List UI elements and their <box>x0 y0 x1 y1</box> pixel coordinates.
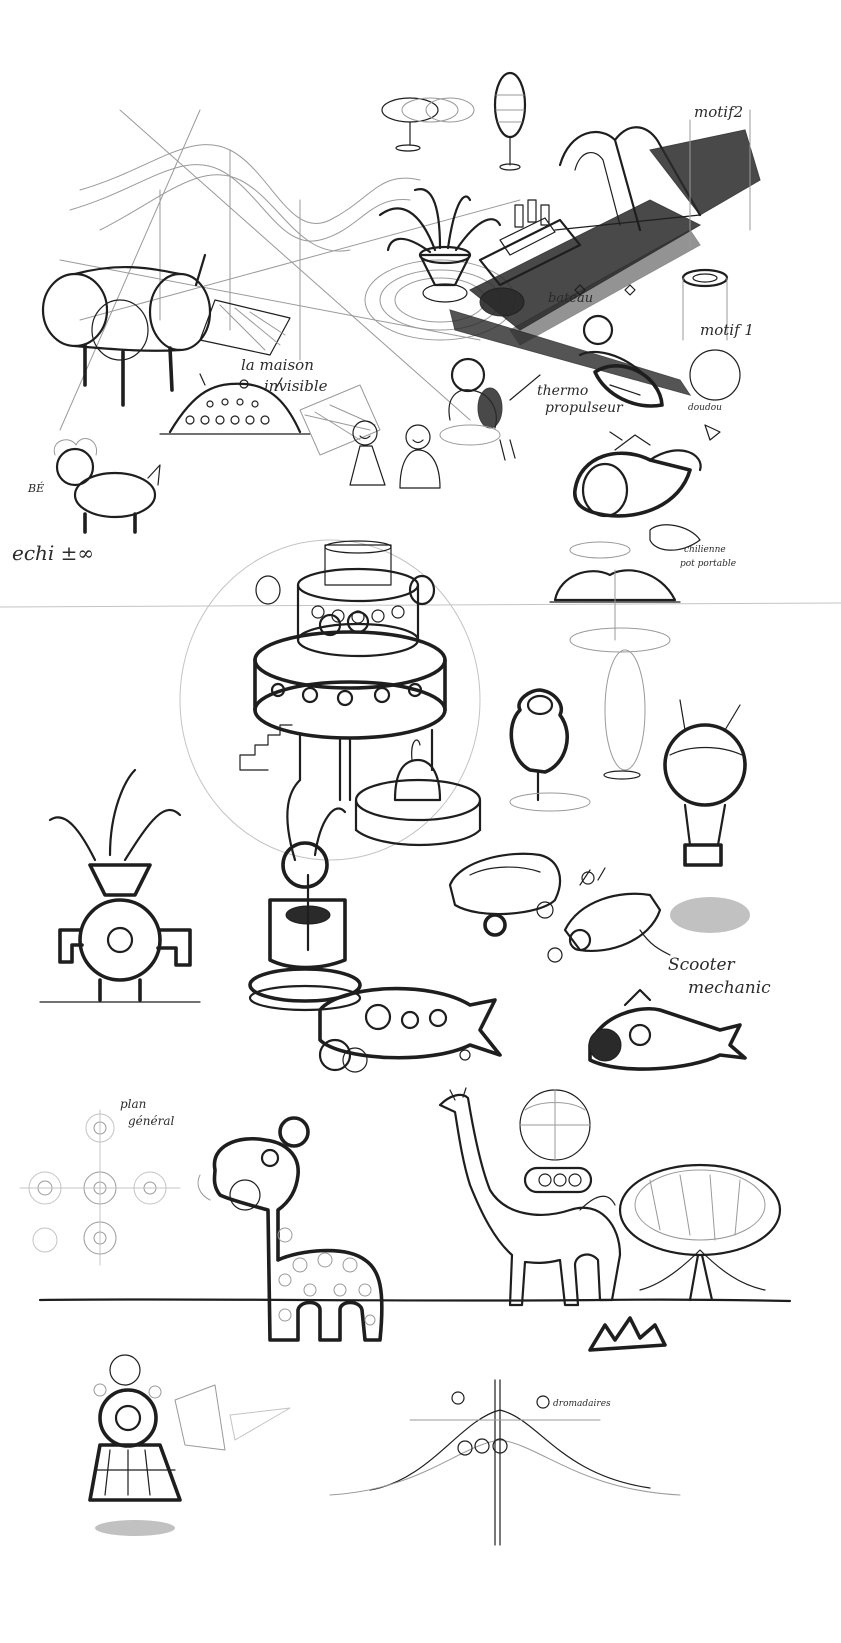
label-motif-1: motif 1 <box>700 321 754 339</box>
grinder-machine-sketch <box>39 768 201 1003</box>
tube-creature-sketch <box>41 253 212 407</box>
label-echi: echi ±∞ <box>12 541 94 565</box>
outline-giraffe-sketch <box>438 1087 622 1307</box>
label-dromadaires: dromadaires <box>553 1399 611 1409</box>
fountain-sketch <box>364 188 516 341</box>
invisible-house-dome <box>159 373 311 435</box>
label-bateau: bateau <box>548 291 593 306</box>
bell-figures-sketch <box>349 420 441 489</box>
label-doudou: doudou <box>688 403 722 413</box>
label-pot-portable: pot portable <box>680 559 736 569</box>
plan-general-diagram <box>19 1109 181 1266</box>
label-plan: plan <box>120 1097 146 1111</box>
label-scooter: Scooter <box>668 955 736 975</box>
balloon-sketches-top <box>381 71 527 171</box>
saucer-lamp-sketch <box>549 569 681 780</box>
label-motif-2: motif2 <box>694 103 743 121</box>
label-chilienne: chilienne <box>684 545 726 555</box>
label-thermo: thermo <box>537 383 588 399</box>
canopy-tree-sketch <box>618 1163 782 1302</box>
tiered-cake-building <box>179 539 481 861</box>
zeppelin-sketch <box>569 431 702 559</box>
scooter-mechanic-sketch <box>547 867 750 963</box>
bell-fountain-sketch <box>354 739 482 847</box>
boat-on-dark-road <box>449 199 702 396</box>
crown-grass-sketch <box>588 1316 667 1352</box>
label-invisible: invisible <box>264 377 328 395</box>
lantern-machine-sketch <box>248 778 362 1012</box>
spotted-giraffe-sketch <box>197 1116 384 1342</box>
hot-air-balloon-sketch <box>663 699 747 867</box>
roller-coaster-sketch <box>59 109 521 431</box>
label-propulseur: propulseur <box>545 400 624 416</box>
motif-1-sketch <box>574 268 741 401</box>
rocket-bug-sketch <box>578 314 664 408</box>
ground-line <box>38 1298 792 1303</box>
fish-submarine-sketch <box>318 986 502 1073</box>
buggy-car-sketch <box>448 852 562 937</box>
antenna-globe-sketch <box>88 1354 291 1536</box>
lamb-sketch <box>53 437 161 534</box>
globe-on-stand-sketch <box>519 1089 593 1194</box>
label-mechanic: mechanic <box>688 978 771 998</box>
acorn-balloon-sketch <box>509 688 591 812</box>
dark-rocket-sketch <box>588 988 747 1071</box>
tunnel-motif-2 <box>554 109 761 251</box>
thermopropulseur-sketch <box>439 357 541 461</box>
label-be: BÉ <box>27 481 44 495</box>
label-general: général <box>128 1114 175 1128</box>
label-la-maison: la maison <box>241 356 314 374</box>
dromadaires-curve-sketch <box>329 1379 681 1546</box>
